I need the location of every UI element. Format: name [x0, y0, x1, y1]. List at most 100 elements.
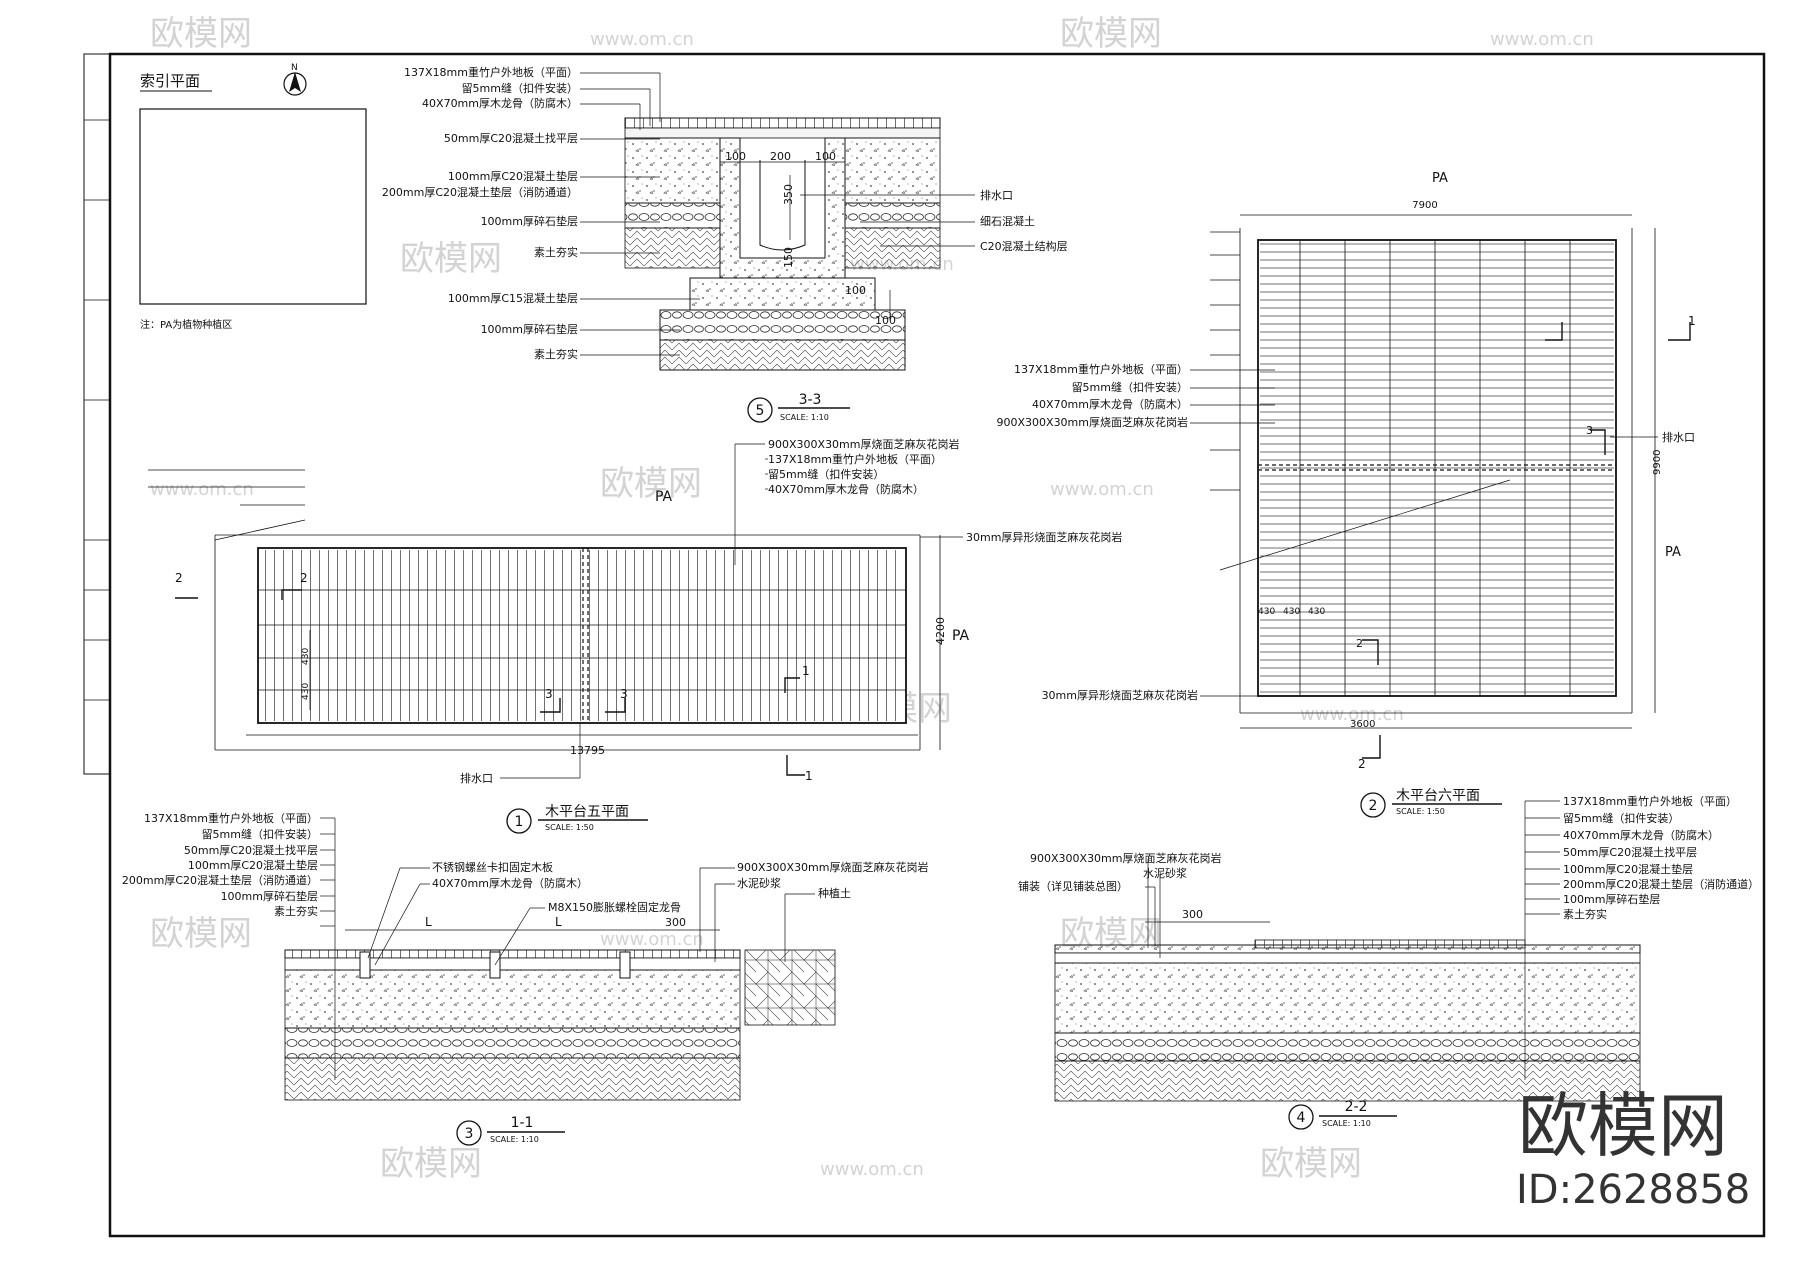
dim-350: 350: [782, 184, 795, 205]
detail-title-1: 1 木平台五平面 SCALE: 1:50: [506, 804, 648, 834]
label-c20-200: 200mm厚C20混凝土垫层（消防通道）: [382, 185, 578, 199]
watermark-brand: 欧模网: [150, 914, 252, 954]
label-soil: 素土夯实: [534, 245, 578, 259]
label-mortar: 水泥砂浆: [737, 876, 781, 890]
label-gap: 留5mm缝（扣件安装）: [462, 81, 578, 95]
detail-name: 木平台五平面: [545, 804, 629, 820]
detail-section-3-3: 100 200 100 350 150 100 100 137X18mm重竹户外…: [382, 65, 1068, 423]
label-screed: 50mm厚C20混凝土找平层: [184, 843, 318, 857]
section-marker-1: 1: [1688, 314, 1696, 328]
label-gravel: 100mm厚碎石垫层: [481, 322, 578, 336]
index-plan: 索引平面 N 注：PA为植物种植区: [139, 63, 367, 331]
label-drain: 排水口: [1662, 430, 1695, 444]
dim-100: 100: [815, 150, 836, 163]
label-c15: 100mm厚C15混凝土垫层: [448, 291, 578, 305]
dim-300: 300: [665, 916, 686, 929]
label-gravel: 100mm厚碎石垫层: [481, 214, 578, 228]
label-drain: 排水口: [460, 771, 493, 785]
label-mortar: 水泥砂浆: [1143, 866, 1187, 880]
watermark-url: www.om.cn: [1300, 704, 1404, 725]
sheet-frame: [83, 52, 1766, 1238]
marker-pa: PA: [1432, 171, 1448, 186]
dim-platform-5-height: 4200: [934, 617, 947, 645]
label-bolt: M8X150膨胀螺栓固定龙骨: [548, 900, 681, 914]
watermark-brand-large: 欧模网: [1518, 1085, 1728, 1167]
label-board: 137X18mm重竹户外地板（平面）: [404, 65, 578, 79]
detail-plan-platform-6: 7900 9900 3600 430 430 430 PA PA 1 3 2 2…: [997, 171, 1696, 818]
dim-platform-5-width: 13795: [570, 744, 605, 757]
section-marker-2: 2: [300, 571, 308, 585]
dim-200: 200: [770, 150, 791, 163]
dim-segment: 430: [301, 648, 311, 665]
watermark-url: www.om.cn: [1050, 479, 1154, 500]
label-gap: 留5mm缝（扣件安装）: [202, 827, 318, 841]
label-gap: 留5mm缝（扣件安装）: [1563, 811, 1679, 825]
index-plan-note: 注：PA为植物种植区: [140, 318, 232, 331]
label-granite: 900X300X30mm厚烧面芝麻灰花岗岩: [997, 415, 1189, 429]
watermark-brand: 欧模网: [150, 14, 252, 54]
label-drain: 排水口: [980, 188, 1013, 202]
detail-section-1-1: L L 300 137X18mm重竹户外地板（平面） 留5mm缝（扣件安装） 5…: [122, 811, 929, 1146]
detail-number: 2: [1369, 798, 1378, 814]
north-label: N: [291, 63, 298, 73]
label-soil: 素土夯实: [1563, 907, 1607, 921]
detail-name: 3-3: [799, 392, 822, 408]
watermark-url: www.om.cn: [590, 29, 694, 50]
dim-l: L: [425, 915, 432, 929]
section-marker-3: 3: [545, 687, 553, 701]
detail-title-3: 3 1-1 SCALE: 1:10: [456, 1115, 565, 1146]
watermark-url: www.om.cn: [1490, 29, 1594, 50]
label-fine-concrete: 细石混凝土: [980, 214, 1035, 228]
watermark-url: www.om.cn: [600, 929, 704, 950]
detail-number: 3: [465, 1126, 474, 1142]
label-granite-odd: 30mm厚异形烧面芝麻灰花岗岩: [1042, 688, 1198, 702]
detail-name: 1-1: [511, 1115, 534, 1131]
dim-300: 300: [1182, 908, 1203, 921]
index-plan-frame: [139, 108, 367, 305]
section-marker-2: 2: [1358, 757, 1366, 771]
marker-pa: PA: [1665, 545, 1681, 560]
label-paving: 铺装（详见铺装总图）: [1018, 879, 1128, 893]
label-planting-soil: 种植土: [818, 886, 851, 900]
dim-segment: 430: [1308, 607, 1325, 617]
detail-scale: SCALE: 1:10: [780, 413, 829, 422]
detail-title-2: 2 木平台六平面 SCALE: 1:50: [1360, 788, 1502, 818]
section-marker-3: 3: [620, 687, 628, 701]
label-c20-100: 100mm厚C20混凝土垫层: [1563, 862, 1693, 876]
detail-title-4: 4 2-2 SCALE: 1:10: [1288, 1099, 1397, 1130]
section-marker-1: 1: [802, 664, 810, 678]
north-arrow-icon: N: [283, 63, 307, 96]
watermark-url: www.om.cn: [150, 479, 254, 500]
dim-platform-6-width-b: 3600: [1350, 719, 1375, 730]
detail-number: 1: [515, 814, 524, 830]
label-gap: 留5mm缝（扣件安装）: [768, 467, 884, 481]
dim-l: L: [555, 915, 562, 929]
dim-100: 100: [725, 150, 746, 163]
watermark-url: www.om.cn: [820, 1159, 924, 1180]
label-soil: 素土夯实: [274, 904, 318, 918]
label-c20-struct: C20混凝土结构层: [980, 239, 1068, 253]
label-joist: 40X70mm厚木龙骨（防腐木）: [422, 96, 578, 110]
label-screed: 50mm厚C20混凝土找平层: [1563, 845, 1697, 859]
watermark-brand: 欧模网: [1260, 1144, 1362, 1184]
section-marker-2: 2: [175, 571, 183, 585]
detail-scale: SCALE: 1:50: [1396, 807, 1445, 816]
label-granite-odd: 30mm厚异形烧面芝麻灰花岗岩: [966, 530, 1122, 544]
label-granite: 900X300X30mm厚烧面芝麻灰花岗岩: [737, 860, 929, 874]
label-joist: 40X70mm厚木龙骨（防腐木）: [1563, 828, 1719, 842]
dim-segment: 430: [301, 683, 311, 700]
label-board: 137X18mm重竹户外地板（平面）: [1563, 794, 1737, 808]
watermark-brand: 欧模网: [1060, 14, 1162, 54]
dim-100: 100: [875, 314, 896, 327]
detail-name: 木平台六平面: [1396, 788, 1480, 804]
section-marker-1: 1: [805, 769, 813, 783]
detail-scale: SCALE: 1:50: [545, 823, 594, 832]
label-screed: 50mm厚C20混凝土找平层: [444, 131, 578, 145]
detail-number: 4: [1297, 1110, 1306, 1126]
detail-scale: SCALE: 1:10: [1322, 1119, 1371, 1128]
detail-number: 5: [756, 403, 765, 419]
marker-pa: PA: [952, 628, 970, 644]
label-steel-clip: 不锈钢螺丝卡扣固定木板: [432, 860, 553, 874]
dim-platform-6-width: 7900: [1412, 200, 1437, 211]
